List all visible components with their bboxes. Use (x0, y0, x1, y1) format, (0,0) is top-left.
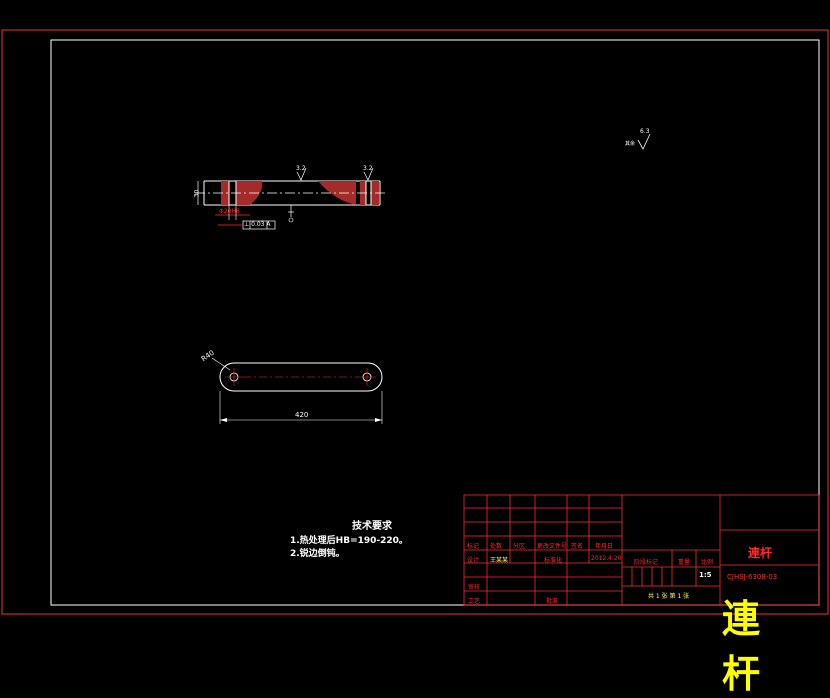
sheet-info: 共 1 张 第 1 张 (648, 593, 690, 600)
plan-view (211, 357, 383, 424)
width-dimension: 30 (193, 189, 201, 198)
length-dimension: 420 (295, 411, 309, 419)
tech-requirement-2: 2.锐边倒钝。 (290, 549, 345, 559)
tb-scale-header: 比例 (701, 559, 714, 566)
tb-header-sign: 签名 (571, 543, 584, 550)
roughness-general-symbol (637, 133, 651, 150)
tech-requirements-title: 技术要求 (352, 521, 392, 532)
tb-header-zone: 分区 (513, 543, 526, 550)
tb-header-date: 年月日 (595, 543, 614, 550)
roughness-right-label: 3.2 (363, 165, 373, 172)
tb-approve-label: 批准 (546, 598, 559, 605)
roughness-general-label: 其余 (625, 141, 636, 147)
tb-process-label: 工艺 (468, 598, 481, 605)
tb-design-date: 2012.4.20 (591, 555, 622, 562)
bore-dimension: Φ20H6 (219, 208, 240, 215)
part-name: 連杆 (748, 546, 773, 560)
inner-border (50, 39, 820, 606)
roughness-left-label: 3.2 (296, 165, 306, 172)
drawing-number: CJHSJ-6308-03 (727, 573, 778, 581)
tb-header-mark: 标记 (467, 543, 480, 550)
section-view (195, 167, 388, 230)
tb-review-label: 审核 (468, 584, 481, 591)
tb-design-label: 设计 (467, 557, 480, 564)
tolerance-frame-label: ⊥ 0.03 A (244, 221, 271, 228)
tech-requirement-1: 1.热处理后HB=190-220。 (290, 536, 408, 546)
tb-stage-header: 阶段标记 (634, 559, 659, 566)
part-name-watermark: 連 杆 (722, 596, 773, 696)
roughness-general-value: 6.3 (640, 128, 650, 135)
scale-value: 1:5 (699, 571, 712, 579)
drawing-canvas (1, 29, 829, 615)
title-block (463, 494, 820, 606)
tb-designer-name: 王某某 (490, 557, 509, 564)
tb-header-count: 处数 (490, 543, 503, 550)
tb-standardization-label: 标准化 (544, 557, 563, 564)
outer-border (1, 29, 829, 615)
tb-weight-header: 重量 (678, 559, 691, 566)
tb-header-change: 更改文件号 (537, 543, 568, 550)
